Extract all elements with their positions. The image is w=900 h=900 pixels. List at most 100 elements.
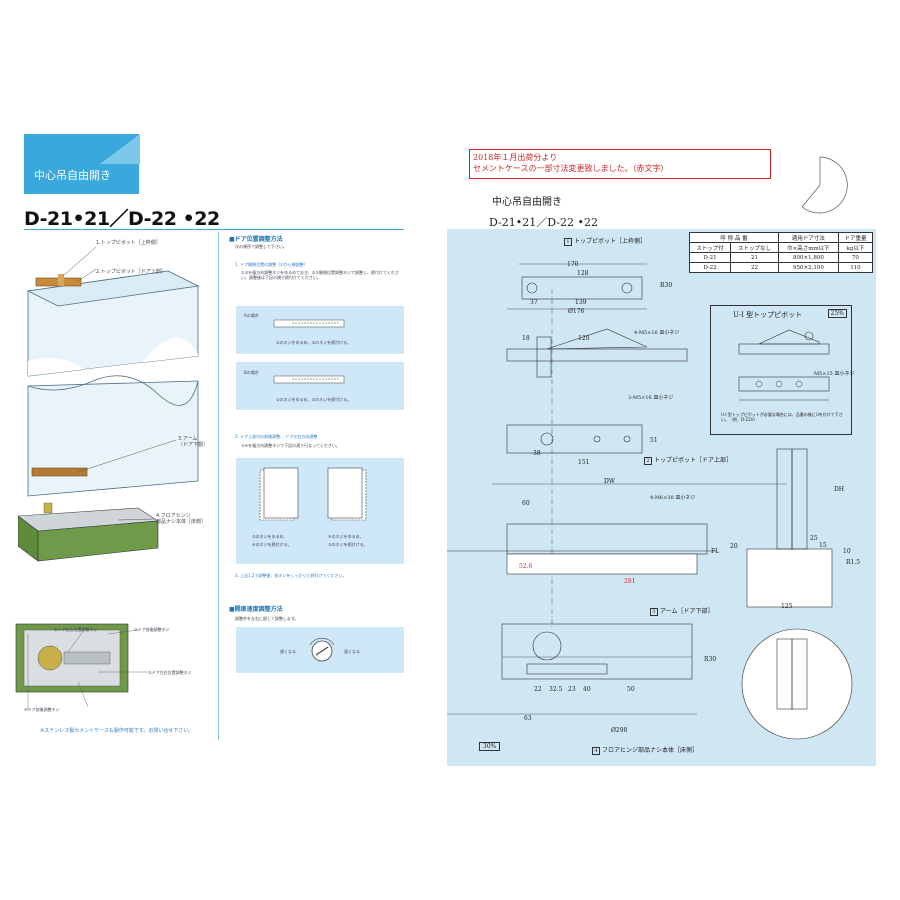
screw-label-3-m5: 3-M5×16 皿小ネジ	[628, 395, 674, 401]
case-a-screw-diagram	[273, 319, 345, 328]
table-row: D-21 21 800×1,800 70	[689, 252, 874, 263]
notice-line-2: セメントケースの一部寸法変更致しました。（赤文字）	[473, 164, 669, 173]
door-assembly-illustration	[18, 246, 200, 562]
ui-type-title: U-I 型トップピボット	[733, 311, 803, 319]
screw-label-4-m6: 4-M6×30 皿小ネジ	[650, 495, 696, 501]
door-position-adjust-title: ■ドア位置調整方法	[229, 236, 283, 243]
bottom-scale-badge: 30%	[479, 742, 501, 751]
adjust-step1-title: 1. ドア開閉位置の調整（①から順調整）	[235, 262, 308, 267]
dim-22: 22	[534, 686, 542, 693]
left-case-desc-1: ③のネジをゆるめ、	[252, 534, 288, 539]
ui-pivot-drawing	[738, 329, 830, 401]
spec-change-notice: 2018年１月出荷分より セメントケースの一部寸法変更致しました。（赤文字）	[469, 149, 771, 179]
speed-slow-label: 遅くなる	[280, 649, 296, 654]
case-a-panel: Aの場合 ②のネジをゆるめ、③のネジを締付ける。	[236, 306, 404, 354]
case-a-desc: ②のネジをゆるめ、③のネジを締付ける。	[276, 340, 352, 345]
table-cell: 110	[837, 262, 874, 273]
callout-top-pivot-door: 2.トップピボット［ドア上側］	[96, 269, 166, 275]
pivot-and-hinge-dimension-drawing	[447, 263, 853, 740]
floor-line-label: FL	[711, 548, 720, 555]
dim-51: 51	[650, 437, 658, 444]
dim-52-6: 52.6	[519, 563, 533, 570]
adjust-step2-title: 2. ドア上部付の前後調整… ドア左右方向調整	[235, 434, 318, 439]
dim-dh: DH	[834, 486, 845, 493]
floor-hinge-plan-illustration	[15, 623, 148, 710]
dim-18: 18	[522, 335, 530, 342]
right-model-title: D-21•21／D-22 •22	[489, 216, 598, 229]
dim-23: 23	[568, 686, 576, 693]
plan-callout-3: ②ドア左右位置調整ネジ	[148, 670, 192, 675]
notice-line-1: 2018年１月出荷分より	[473, 153, 558, 162]
dim-38: 38	[533, 450, 541, 457]
ui-type-inset: U-I 型トップピボット 25% U-I 型トップピボットが必要な場合には、品番…	[710, 305, 852, 435]
screw-label-m5x15: M5×15 皿小ネジ	[814, 371, 855, 377]
plan-callout-4: ④ドア前後調整ネジ	[24, 707, 60, 712]
dim-120: 120	[578, 335, 590, 342]
adjust-step3: 3. 上記1.2で調整後、各ネジをしっかりと締付けてください。	[235, 573, 347, 578]
case-b-label: Bの場合	[244, 370, 259, 375]
category-header-band	[24, 134, 140, 194]
speed-valve-icon	[309, 637, 335, 662]
callout-arm: 3.アーム （ドア下側）	[178, 436, 209, 448]
dim-40: 40	[583, 686, 591, 693]
table-cell: D-22	[689, 262, 731, 273]
dim-25: 25	[810, 535, 818, 542]
case-b-screw-diagram	[273, 375, 345, 384]
speed-fast-label: 速くなる	[344, 649, 360, 654]
callout-floor-hinge: 4.フロアヒンジ 部品ナシ本体［床側］	[156, 513, 207, 525]
spec-table: 呼 称 品 番 適用ドア寸法 ドア重量 ストップ付 ストップなし 巾×高さmm以…	[689, 232, 874, 273]
dim-60: 60	[522, 500, 530, 507]
model-title: D-21•21／D-22 •22	[24, 208, 220, 230]
case-a-label: Aの場合	[244, 313, 259, 318]
callout-top-pivot-frame: 1.トップピボット［上枠側］	[96, 240, 161, 246]
plan-callout-1: ①ドア左右位置調整ネジ	[54, 627, 98, 632]
case-b-panel: Bの場合 ②のネジをゆるめ、③のネジを締付ける。	[236, 362, 404, 410]
dim-dw: DW	[604, 478, 615, 485]
opening-angle-diagram	[801, 156, 848, 214]
right-category-title: 中心吊自由開き	[492, 197, 562, 208]
screw-label-4-m5: 4-M5×16 皿小ネジ	[634, 330, 680, 336]
dim-20: 20	[730, 543, 738, 550]
right-case-desc-1: ④のネジをゆるめ、	[328, 534, 364, 539]
left-column-divider	[218, 232, 219, 740]
left-case-desc-2: ④のネジを締付ける。	[252, 542, 292, 547]
dim-15: 15	[819, 542, 827, 549]
dim-r1-5: R1.5	[846, 559, 861, 566]
dim-r30: R30	[660, 282, 673, 289]
adjust-step2-desc: ③④を幅方向調整ネジで下記の通り行なってください。	[241, 443, 340, 448]
speed-adjust-panel: 遅くなる 速くなる	[236, 627, 404, 673]
dim-128: 128	[577, 270, 589, 277]
case-b-desc: ②のネジをゆるめ、③のネジを締付ける。	[276, 397, 352, 402]
right-case-desc-2: ③のネジを締付ける。	[328, 542, 368, 547]
stainless-note: ※ステンレス製セメントケースも製作可能です。お問い合せ下さい。	[40, 728, 194, 734]
speed-adjust-title: ■開扉速度調整方法	[229, 606, 283, 613]
dim-170-top: 170	[567, 261, 579, 268]
dim-phi298: Ø298	[611, 727, 628, 734]
dim-151: 151	[578, 459, 590, 466]
table-row: D-22 22 950×2,100 110	[689, 262, 874, 273]
ui-scale-badge: 25%	[827, 309, 847, 318]
dim-63: 63	[524, 715, 532, 722]
dim-37: 37	[530, 299, 538, 306]
title-rule	[24, 229, 404, 230]
front-back-door-diagram	[259, 467, 367, 521]
speed-adjust-desc: 調整弁を左右に廻して調整します。	[235, 616, 299, 621]
ui-type-note: U-I 型トップピボットが必要な場合には、品番の後にUを付けて下さい。（例．D-…	[721, 412, 843, 422]
front-back-adjust-panel: ③のネジをゆるめ、 ④のネジを締付ける。 ④のネジをゆるめ、 ③のネジを締付ける…	[236, 458, 404, 564]
dim-32-5: 32.5	[549, 686, 563, 693]
plan-callout-2: ③ドア前後調整ネジ	[134, 627, 170, 632]
adjust-step1-desc: ①③を幅方向調整ネジをゆるめておき、①②開閉位置調整ネジで調整し、締付けてくださ…	[241, 270, 399, 280]
dim-139: 139	[575, 299, 587, 306]
dim-phi176: Ø176	[568, 308, 585, 315]
adjust-intro: 次の順序で調整して下さい。	[235, 244, 287, 249]
dim-10: 10	[843, 548, 851, 555]
dim-281: 281	[624, 578, 636, 585]
dim-125: 125	[781, 603, 793, 610]
category-header-title: 中心吊自由開き	[34, 169, 111, 182]
dim-r30-arm: R30	[704, 656, 717, 663]
dim-50: 50	[627, 686, 635, 693]
